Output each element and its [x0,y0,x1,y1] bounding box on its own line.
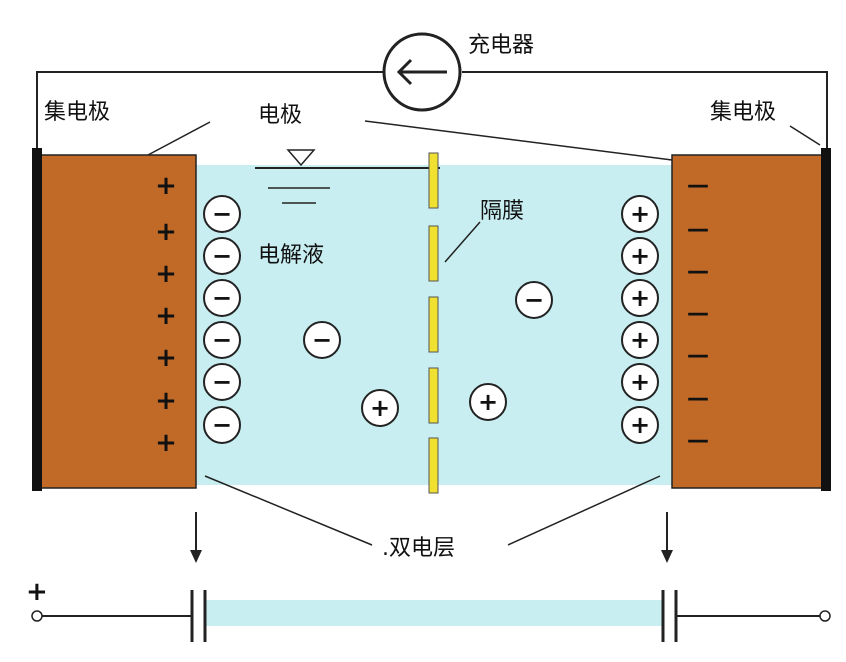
separator-segment [428,437,439,494]
leader-line-left-collector [147,121,211,156]
svg-text:+: + [630,411,650,439]
separator-segment [428,296,439,353]
negative-charge: — [687,301,709,326]
collector-label-left: 集电极 [44,100,110,125]
leader-line-double-layer-left [204,475,373,546]
free-positive-ion: + [469,383,507,421]
separator-membrane [428,152,439,494]
negative-ion: − [203,237,241,275]
terminal-plus-label: + [26,577,48,607]
svg-text:+: + [478,388,498,416]
equivalent-electrolyte-band [206,600,662,626]
svg-text:−: − [212,326,232,354]
svg-text:−: − [212,368,232,396]
svg-text:+: + [630,200,650,228]
liquid-level-symbol [255,149,440,204]
leader-line-right-collector [789,125,821,146]
free-positive-ion: + [361,389,399,427]
negative-ion: − [203,321,241,359]
svg-text:+: + [630,242,650,270]
positive-ion: + [621,195,659,233]
negative-charge: — [687,173,709,198]
svg-text:+: + [630,368,650,396]
collector-label-right: 集电极 [710,100,776,125]
negative-ion: − [203,195,241,233]
svg-text:−: − [212,200,232,228]
circuit-wire-right [462,71,828,148]
charger [382,32,462,112]
positive-charge: + [155,301,177,331]
negative-charge: — [687,259,709,284]
positive-charge: + [155,386,177,416]
separator-label: 隔膜 [480,199,524,224]
positive-charge: + [155,343,177,373]
leader-line-electrode [364,120,673,161]
svg-text:+: + [630,284,650,312]
separator-segment [428,367,439,424]
right-electrode-charges: — — — — — — — [687,173,709,453]
leader-line-separator [444,221,481,263]
equivalent-circuit: + [26,577,831,642]
negative-ion: − [203,363,241,401]
negative-charge: — [687,386,709,411]
positive-ion: + [621,321,659,359]
right-current-collector [821,148,831,491]
svg-text:+: + [370,394,390,422]
negative-ion: − [203,279,241,317]
positive-charge: + [155,428,177,458]
svg-text:−: − [212,242,232,270]
svg-text:−: − [312,326,332,354]
separator-segment [428,225,439,282]
down-arrow-icon [190,512,202,563]
electrode-label: 电极 [258,103,302,128]
positive-ion: + [621,363,659,401]
left-electrode-charges: + + + + + + + [155,171,177,458]
positive-ion: + [621,237,659,275]
terminal-left [31,610,43,622]
right-double-layer-cations: + + + + + + [621,195,659,444]
leader-line-double-layer-right [507,475,661,546]
separator-segment [428,152,439,209]
svg-text:−: − [212,411,232,439]
negative-charge: — [687,428,709,453]
left-electrode [39,154,197,489]
positive-ion: + [621,406,659,444]
down-arrow-icon [661,512,673,563]
charger-label: 充电器 [468,33,534,58]
negative-ion: − [203,406,241,444]
negative-charge: — [687,217,709,242]
left-current-collector [32,148,42,491]
svg-text:+: + [630,326,650,354]
right-electrode [671,154,829,489]
left-double-layer-anions: − − − − − − [203,195,241,444]
electrolyte-label: 电解液 [258,243,324,268]
double-layer-label: .双电层 [382,536,455,561]
circuit-wire [36,71,383,148]
positive-charge: + [155,217,177,247]
positive-ion: + [621,279,659,317]
free-negative-ion: − [303,321,341,359]
positive-charge: + [155,171,177,201]
terminal-right [819,610,831,622]
negative-charge: — [687,343,709,368]
svg-text:−: − [212,284,232,312]
left-arrow-icon [396,58,447,86]
free-negative-ion: − [515,281,553,319]
positive-charge: + [155,259,177,289]
svg-text:−: − [524,286,544,314]
